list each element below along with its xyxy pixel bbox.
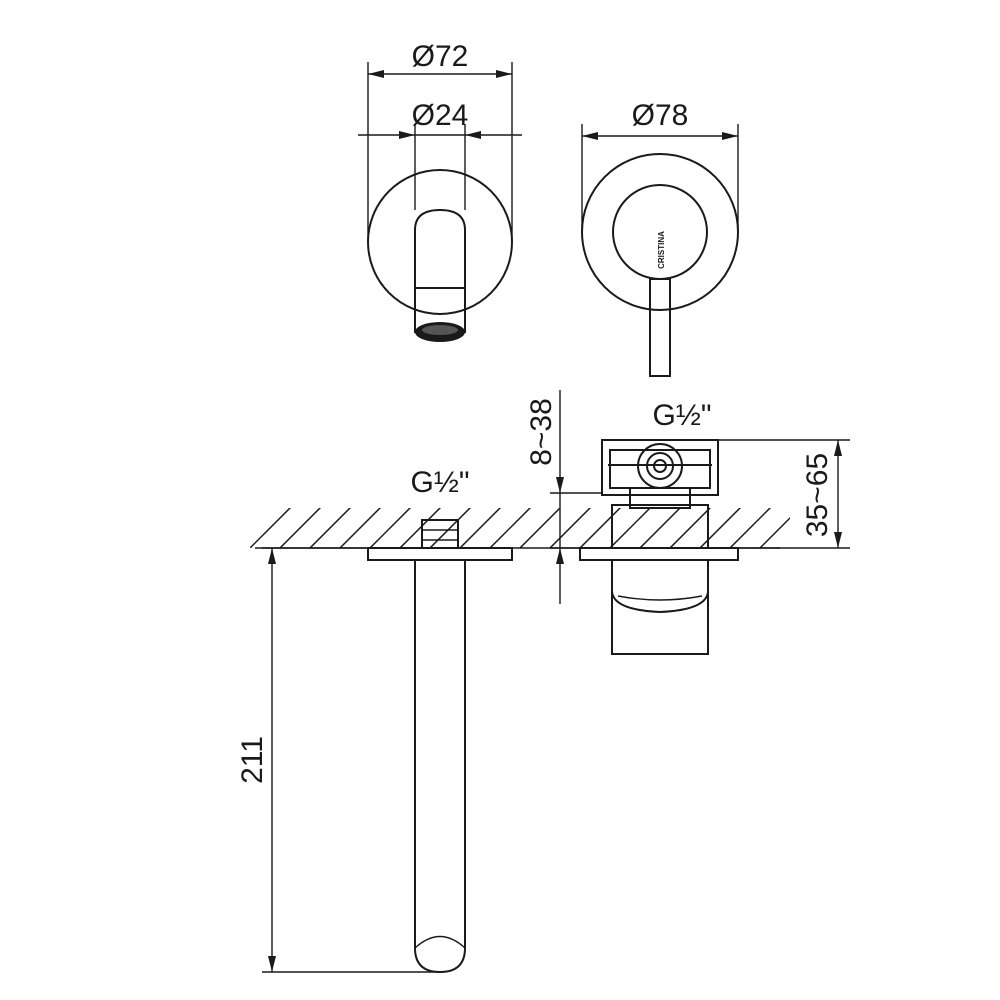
label-plate-78: Ø78 xyxy=(632,99,689,132)
dimension-depth-8-38: 8~38 xyxy=(525,390,602,604)
mixer-side-view: G½" xyxy=(579,399,739,655)
spout-front-view xyxy=(367,169,513,342)
spout-side-plate xyxy=(367,547,513,561)
label-spout-thread: G½" xyxy=(410,466,469,499)
label-spout-24: Ø24 xyxy=(412,99,469,132)
mixer-handle xyxy=(611,559,709,655)
label-plate-72: Ø72 xyxy=(412,40,469,73)
mixer-valve xyxy=(637,443,683,489)
dimension-depth-35-65: 35~65 xyxy=(718,439,850,549)
label-depth-35-65: 35~65 xyxy=(801,453,834,537)
spout-side-view: G½" xyxy=(367,466,513,974)
mixer-lever xyxy=(649,278,671,377)
spout-thread xyxy=(421,519,459,549)
label-mixer-thread: G½" xyxy=(652,399,711,432)
dimension-spout-24: Ø24 xyxy=(358,99,522,210)
dimension-plate-78: Ø78 xyxy=(581,99,739,232)
spout-tip xyxy=(414,935,466,949)
dimension-plate-72: Ø72 xyxy=(367,40,513,242)
aerator-mesh xyxy=(422,325,458,335)
spout-wall-plate xyxy=(367,169,513,315)
spout-tube xyxy=(414,560,466,974)
mixer-front-view: CRISTINA xyxy=(581,153,739,377)
spout-body xyxy=(414,208,466,288)
mixer-side-plate xyxy=(579,547,739,561)
label-length-211: 211 xyxy=(236,736,269,784)
mixer-body xyxy=(611,504,709,549)
dimension-length-211: 211 xyxy=(236,547,440,973)
label-depth-8-38: 8~38 xyxy=(525,398,558,466)
brand-mark: CRISTINA xyxy=(657,231,666,269)
wall-section xyxy=(250,508,790,549)
mixer-bracket xyxy=(601,439,719,496)
wall-hatching xyxy=(250,508,790,548)
